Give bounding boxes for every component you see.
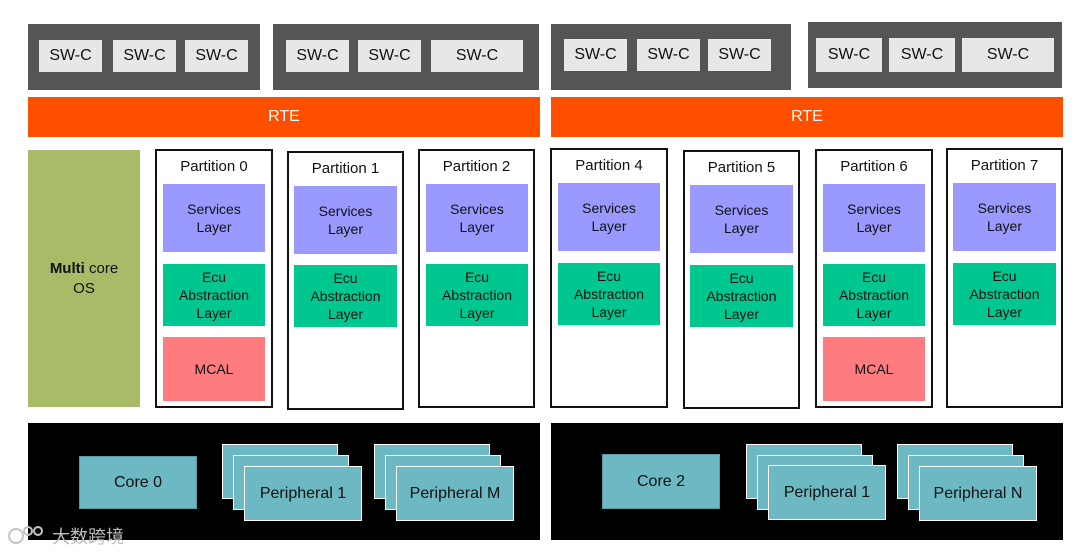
partition-0: Partition 0 Services Layer Ecu Abstracti… xyxy=(155,149,273,408)
multicore-os-block: Multi core OS xyxy=(28,150,140,407)
partition-title: Partition 5 xyxy=(707,159,776,176)
layer-text: Layer xyxy=(591,218,627,234)
layer-text: Services xyxy=(318,203,373,219)
layer-text: Layer xyxy=(986,304,1023,320)
ecu-abstraction-layer: Ecu Abstraction Layer xyxy=(426,264,528,326)
layer-text: Ecu xyxy=(464,269,490,285)
rte-bar-left: RTE xyxy=(28,97,540,137)
watermark: 大数跨境 xyxy=(6,520,124,552)
ecu-abstraction-layer: Ecu Abstraction Layer xyxy=(690,265,793,327)
services-layer: Services Layer xyxy=(690,185,793,253)
ecu-abstraction-layer: Ecu Abstraction Layer xyxy=(163,264,265,326)
hardware-block-right: Core 2 Peripheral 1 Peripheral N xyxy=(551,423,1063,540)
peripheral-n: Peripheral N xyxy=(919,466,1037,521)
partition-1: Partition 1 Services Layer Ecu Abstracti… xyxy=(287,151,404,410)
services-layer: Services Layer xyxy=(426,184,528,252)
layer-text: Services xyxy=(450,201,504,217)
layer-text: Layer xyxy=(196,219,232,235)
os-label-rest: core xyxy=(88,259,119,277)
swc-box: SW-C xyxy=(889,38,955,72)
layer-text: Abstraction xyxy=(441,287,513,303)
swc-box: SW-C xyxy=(39,40,102,72)
ecu-abstraction-layer: Ecu Abstraction Layer xyxy=(558,263,660,325)
layer-text: Services xyxy=(847,201,901,217)
layer-text: Abstraction xyxy=(310,288,381,304)
services-layer: Services Layer xyxy=(823,184,925,252)
hardware-block-left: Core 0 Peripheral 1 Peripheral M xyxy=(28,423,540,540)
services-layer: Services Layer xyxy=(294,186,397,254)
ecu-abstraction-layer: Ecu Abstraction Layer xyxy=(294,265,397,327)
os-label-line1: Multi core xyxy=(50,259,118,279)
layer-text: Ecu xyxy=(596,268,622,284)
services-layer: Services Layer xyxy=(558,183,660,251)
partition-4: Partition 4 Services Layer Ecu Abstracti… xyxy=(550,148,668,408)
mcal-layer: MCAL xyxy=(163,337,265,401)
layer-text: Ecu xyxy=(333,270,358,286)
layer-text: Layer xyxy=(459,305,495,321)
layer-text: Layer xyxy=(327,221,364,237)
swc-box: SW-C xyxy=(358,40,421,72)
layer-text: Abstraction xyxy=(178,287,250,303)
partition-title: Partition 1 xyxy=(311,160,380,177)
rte-bar-right: RTE xyxy=(551,97,1063,137)
layer-text: Ecu xyxy=(861,269,887,285)
partition-6: Partition 6 Services Layer Ecu Abstracti… xyxy=(815,149,933,408)
partition-2: Partition 2 Services Layer Ecu Abstracti… xyxy=(418,149,535,408)
core-0: Core 0 xyxy=(79,456,197,509)
layer-text: Abstraction xyxy=(573,286,645,302)
peripheral-1-right: Peripheral 1 xyxy=(768,465,886,520)
layer-text: Layer xyxy=(723,306,760,322)
services-layer: Services Layer xyxy=(163,184,265,252)
layer-text: Services xyxy=(582,200,636,216)
partition-title: Partition 4 xyxy=(575,157,643,174)
watermark-text: 大数跨境 xyxy=(52,527,124,547)
ecu-abstraction-layer: Ecu Abstraction Layer xyxy=(823,264,925,326)
partition-title: Partition 2 xyxy=(442,158,511,175)
layer-text: Services xyxy=(187,201,241,217)
layer-text: Layer xyxy=(459,219,495,235)
partition-5: Partition 5 Services Layer Ecu Abstracti… xyxy=(683,150,800,409)
swc-box: SW-C xyxy=(113,40,176,72)
partition-7: Partition 7 Services Layer Ecu Abstracti… xyxy=(946,148,1063,408)
layer-text: Layer xyxy=(196,305,232,321)
layer-text: Ecu xyxy=(729,270,754,286)
layer-text: Layer xyxy=(856,219,892,235)
swc-box: SW-C xyxy=(962,38,1054,72)
partition-title: Partition 6 xyxy=(840,158,908,175)
swc-group-4: SW-C SW-C SW-C xyxy=(808,22,1062,88)
swc-box: SW-C xyxy=(431,40,523,72)
layer-text: Layer xyxy=(986,218,1023,234)
layer-text: Layer xyxy=(327,306,364,322)
watermark-logo-icon xyxy=(8,526,43,544)
layer-text: Layer xyxy=(591,304,627,320)
swc-box: SW-C xyxy=(185,40,248,72)
swc-box: SW-C xyxy=(286,40,349,72)
ecu-abstraction-layer: Ecu Abstraction Layer xyxy=(953,263,1056,325)
peripheral-m: Peripheral M xyxy=(396,466,514,521)
os-label-bold: Multi xyxy=(49,259,85,277)
os-label-line2: OS xyxy=(73,279,95,297)
swc-box: SW-C xyxy=(564,39,627,71)
swc-box: SW-C xyxy=(637,39,700,71)
layer-text: Abstraction xyxy=(969,286,1040,302)
swc-group-2: SW-C SW-C SW-C xyxy=(273,24,539,90)
partition-title: Partition 7 xyxy=(970,157,1039,174)
services-layer: Services Layer xyxy=(953,183,1056,251)
layer-text: Ecu xyxy=(201,269,227,285)
swc-box: SW-C xyxy=(816,38,882,72)
partition-title: Partition 0 xyxy=(180,158,248,175)
layer-text: Services xyxy=(714,202,769,218)
swc-group-3: SW-C SW-C SW-C xyxy=(551,24,791,90)
layer-text: Services xyxy=(977,200,1032,216)
swc-group-1: SW-C SW-C SW-C xyxy=(28,24,260,90)
mcal-layer: MCAL xyxy=(823,337,925,401)
layer-text: Ecu xyxy=(992,268,1017,284)
layer-text: Layer xyxy=(856,305,892,321)
layer-text: Abstraction xyxy=(706,288,777,304)
core-2: Core 2 xyxy=(602,454,720,509)
layer-text: Layer xyxy=(723,220,760,236)
peripheral-1-left: Peripheral 1 xyxy=(244,466,362,521)
swc-box: SW-C xyxy=(708,39,771,71)
layer-text: Abstraction xyxy=(838,287,910,303)
